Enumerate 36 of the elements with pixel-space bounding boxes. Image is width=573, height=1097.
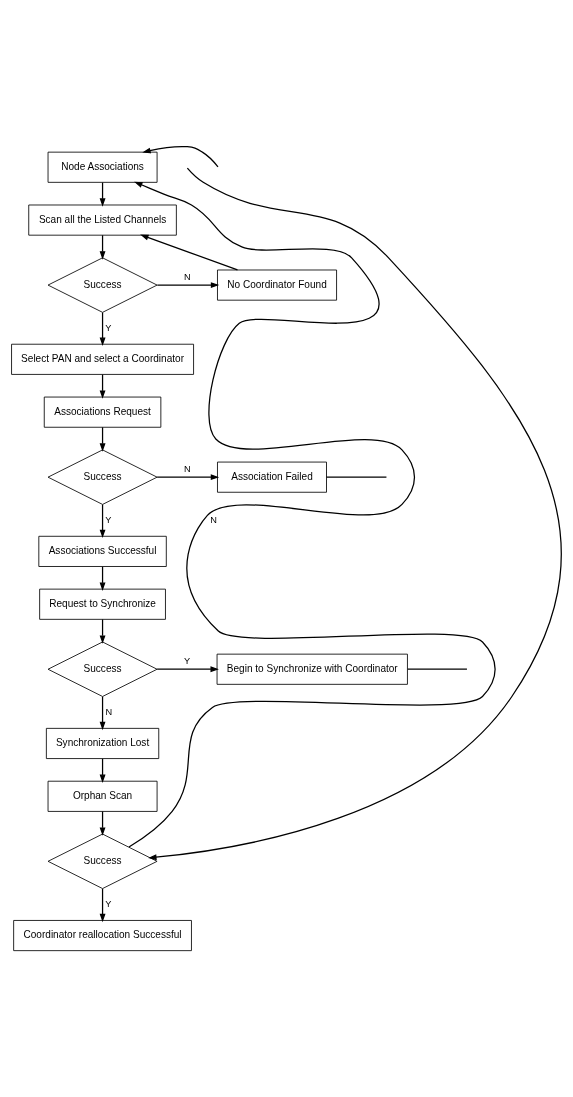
connector — [407, 668, 468, 670]
edge-label: Y — [183, 656, 191, 667]
node-box: Synchronization Lost — [45, 727, 160, 759]
node-box: Association Failed — [217, 461, 327, 493]
node-box: Associations Successful — [38, 535, 167, 567]
arrow — [99, 311, 106, 346]
edge-label: Y — [105, 322, 112, 333]
node-box: Coordinator reallocation Successful — [13, 920, 192, 952]
edge-label: N — [210, 514, 218, 525]
arrow — [99, 696, 106, 731]
arrow — [142, 145, 219, 168]
node-box: No Coordinator Found — [217, 269, 337, 301]
edge-label: N — [183, 271, 191, 282]
node-diamond: Success — [47, 257, 158, 313]
arrow — [99, 504, 106, 539]
arrow — [156, 282, 220, 289]
node-diamond: Success — [47, 641, 158, 697]
node-box: Begin to Synchronize with Coordinator — [216, 653, 408, 685]
edge-label: Y — [105, 898, 112, 909]
edge-label: N — [183, 463, 191, 474]
arrow — [156, 666, 219, 673]
connector — [325, 476, 388, 478]
arrow — [148, 167, 562, 861]
node-box: Request to Synchronize — [39, 588, 166, 620]
edge-label: N — [105, 706, 113, 717]
node-box: Associations Request — [43, 396, 162, 428]
edge-label: Y — [105, 514, 112, 525]
node-box: Node Associations — [47, 151, 158, 183]
arrow — [99, 888, 106, 923]
node-diamond: Success — [47, 449, 158, 505]
arrow — [156, 474, 220, 481]
arrow — [128, 181, 496, 848]
arrow — [140, 234, 239, 271]
node-box: Scan all the Listed Channels — [28, 204, 177, 236]
node-box: Select PAN and select a Coordinator — [11, 343, 194, 375]
node-box: Orphan Scan — [47, 780, 158, 812]
